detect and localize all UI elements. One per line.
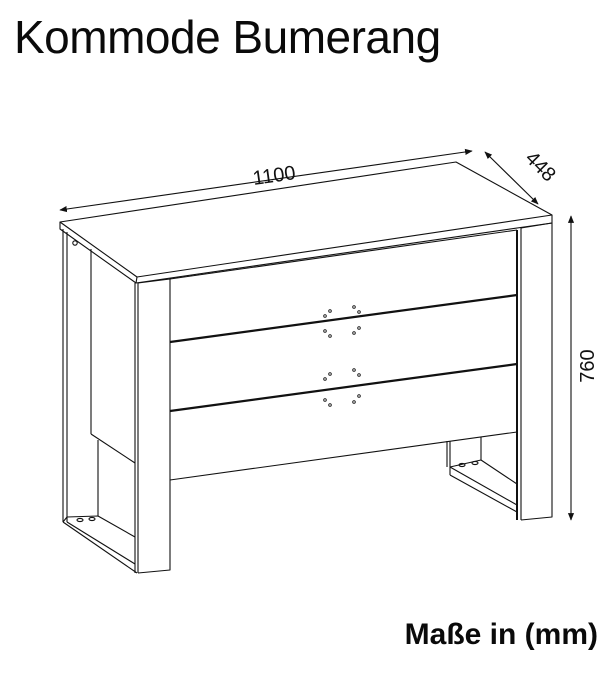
width-dimension <box>59 148 473 213</box>
product-title: Kommode Bumerang <box>14 11 441 63</box>
depth-label: 448 <box>521 147 560 186</box>
drawer-handle-holes <box>323 305 361 407</box>
right-leg <box>446 222 553 521</box>
depth-dimension <box>484 151 539 205</box>
height-label: 760 <box>577 349 599 382</box>
left-leg <box>62 229 171 574</box>
drawer-fronts <box>169 229 518 481</box>
units-note: Maße in (mm) <box>404 618 598 651</box>
top-panel <box>59 161 553 284</box>
width-label: 1100 <box>251 162 297 190</box>
